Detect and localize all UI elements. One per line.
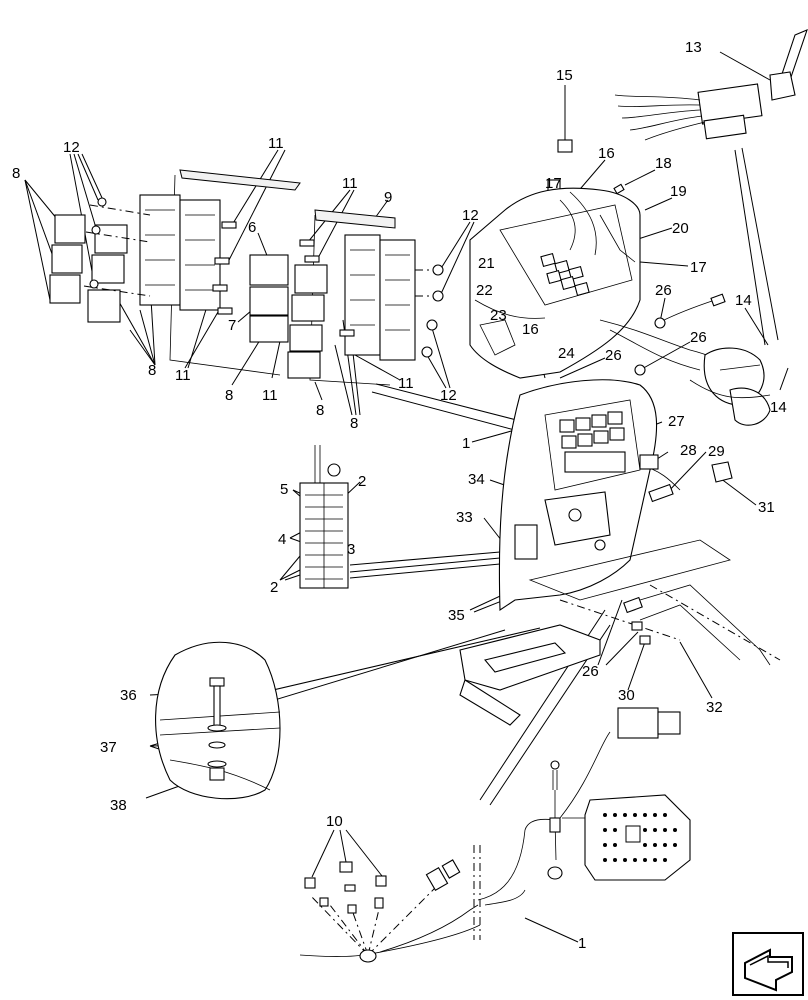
callout-2: 2 xyxy=(358,473,366,490)
callout-32: 32 xyxy=(706,699,723,716)
callout-20: 20 xyxy=(672,220,689,237)
callout-16: 16 xyxy=(522,321,539,338)
callout-7: 7 xyxy=(228,317,236,334)
callout-11: 11 xyxy=(398,375,414,392)
callout-11: 11 xyxy=(175,367,191,384)
callout-12: 12 xyxy=(462,207,479,224)
callout-14: 14 xyxy=(770,399,787,416)
main-dash-panel xyxy=(498,379,733,612)
relay-block-right xyxy=(287,209,444,386)
fuse-relay-cluster xyxy=(559,411,626,473)
callout-16: 16 xyxy=(598,145,615,162)
callout-8: 8 xyxy=(225,387,233,404)
callout-11: 11 xyxy=(262,387,278,404)
callout-5: 5 xyxy=(280,481,288,498)
callout-34: 34 xyxy=(468,471,485,488)
callout-15: 15 xyxy=(556,67,573,84)
callout-12: 12 xyxy=(440,387,457,404)
callout-2: 2 xyxy=(270,579,278,596)
callout-19: 19 xyxy=(670,183,687,200)
callout-3: 3 xyxy=(347,541,355,558)
relay-block-left xyxy=(49,169,301,376)
callout-28: 28 xyxy=(680,442,697,459)
connector-pin-grid xyxy=(603,813,677,862)
callout-17: 17 xyxy=(545,175,562,192)
callout-38: 38 xyxy=(110,797,127,814)
callout-10: 10 xyxy=(326,813,343,830)
callout-labels: 13 15 16 17 18 19 20 17 21 22 23 16 24 2… xyxy=(12,39,787,952)
callout-36: 36 xyxy=(120,687,137,704)
floor-plates xyxy=(459,539,781,726)
callout-24: 24 xyxy=(558,345,575,362)
connector-bottom-right xyxy=(477,707,691,906)
callout-30: 30 xyxy=(618,687,635,704)
callout-33: 33 xyxy=(456,509,473,526)
callout-8: 8 xyxy=(12,165,20,182)
callout-31: 31 xyxy=(758,499,775,516)
callout-23: 23 xyxy=(490,307,507,324)
callout-14: 14 xyxy=(735,292,752,309)
callout-13: 13 xyxy=(685,39,702,56)
callout-9: 9 xyxy=(384,189,392,206)
callout-11: 11 xyxy=(342,175,358,192)
callout-1: 1 xyxy=(462,435,470,452)
callout-17: 17 xyxy=(690,259,707,276)
inset-detail xyxy=(155,641,281,800)
callout-21: 21 xyxy=(478,255,495,272)
callout-4: 4 xyxy=(278,531,286,548)
callout-1: 1 xyxy=(578,935,586,952)
callout-11: 11 xyxy=(268,135,284,152)
part-13-multifunction-switch xyxy=(614,29,808,141)
bottom-harness-10 xyxy=(299,845,481,963)
column-shroud xyxy=(469,187,641,379)
callout-22: 22 xyxy=(476,282,493,299)
relay-socket-bank-left xyxy=(139,194,221,311)
relay-cubes-middle xyxy=(249,254,289,343)
harness-right xyxy=(599,293,771,426)
callout-8: 8 xyxy=(316,402,324,419)
callout-27: 27 xyxy=(668,413,685,430)
shroud-relays xyxy=(540,252,590,297)
callout-12: 12 xyxy=(63,139,80,156)
next-page-arrow-icon[interactable] xyxy=(732,932,804,996)
callout-29: 29 xyxy=(708,443,725,460)
callout-18: 18 xyxy=(655,155,672,172)
callout-26: 26 xyxy=(655,282,672,299)
callout-8: 8 xyxy=(350,415,358,432)
callout-35: 35 xyxy=(448,607,465,624)
fuse-block-detail xyxy=(299,445,349,589)
callout-26: 26 xyxy=(690,329,707,346)
callout-8: 8 xyxy=(148,362,156,379)
callout-26: 26 xyxy=(605,347,622,364)
callout-6: 6 xyxy=(248,219,256,236)
callout-26: 26 xyxy=(582,663,599,680)
callout-37: 37 xyxy=(100,739,117,756)
